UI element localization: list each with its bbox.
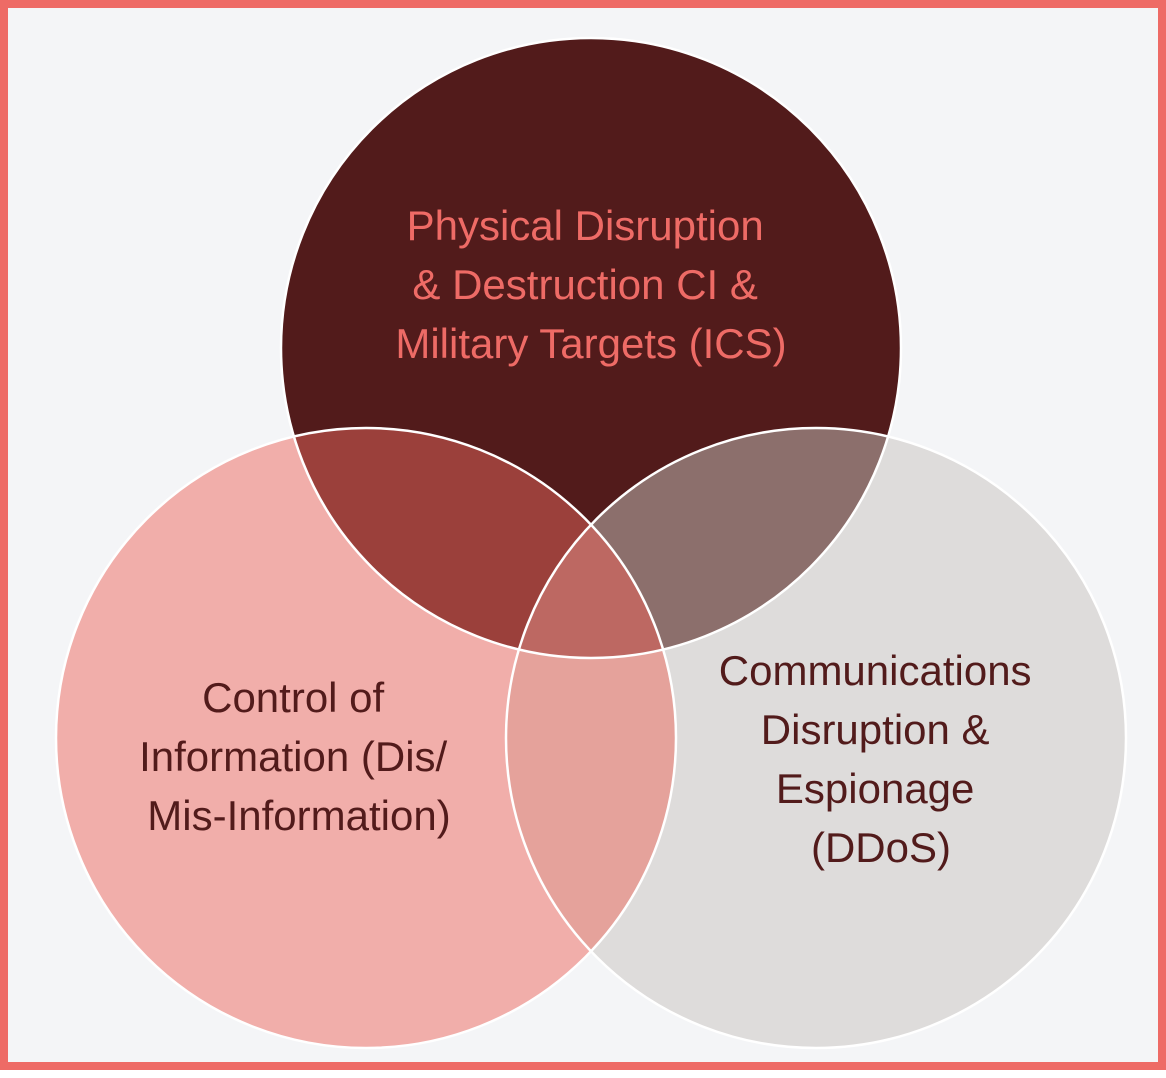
overlap-top-right <box>506 428 901 658</box>
label-communications-disruption: Communications Disruption & Espionage (D… <box>719 647 1043 871</box>
outline-left <box>54 426 678 1050</box>
label-control-of-information: Control of Information (Dis/ Mis-Informa… <box>139 674 459 839</box>
outline-right <box>504 426 1128 1050</box>
label-line: Communications <box>719 647 1032 694</box>
label-line: (DDoS) <box>811 824 951 871</box>
overlap-top-left <box>281 428 676 658</box>
label-line: Physical Disruption <box>407 202 764 249</box>
label-line: Disruption & <box>761 706 990 753</box>
label-line: Espionage <box>776 765 975 812</box>
label-line: Military Targets (ICS) <box>395 320 786 367</box>
venn-diagram: Physical Disruption & Destruction CI & M… <box>54 36 1128 1050</box>
label-line: & Destruction CI & <box>412 261 757 308</box>
label-line: Control of <box>202 674 384 721</box>
label-line: Mis-Information) <box>147 792 450 839</box>
outline-top <box>279 36 903 660</box>
label-physical-disruption: Physical Disruption & Destruction CI & M… <box>395 202 786 367</box>
label-line: Information (Dis/ <box>139 733 447 780</box>
